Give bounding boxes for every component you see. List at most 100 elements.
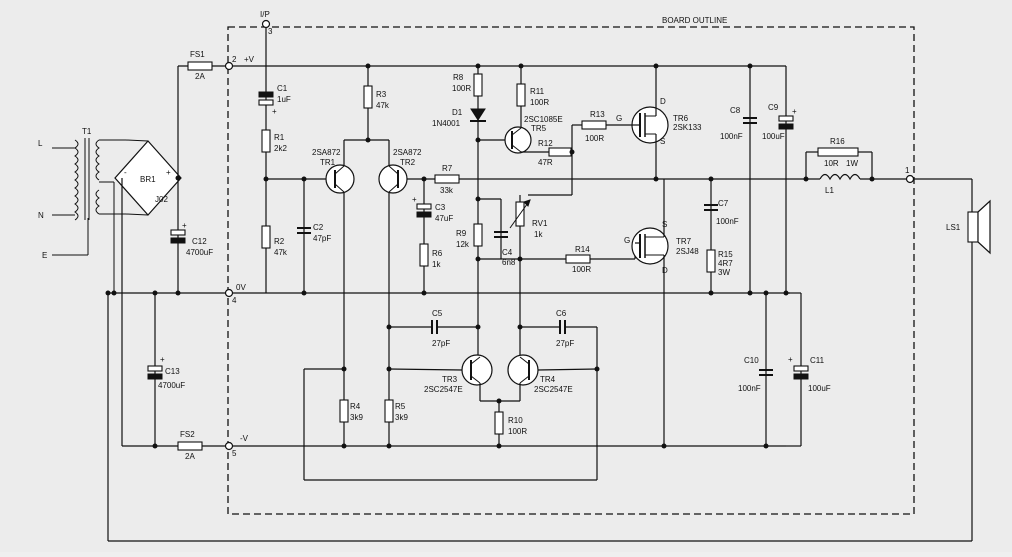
svg-text:C13: C13 (165, 367, 180, 376)
resistor-r12: R12 47R (538, 139, 572, 167)
svg-text:100nF: 100nF (738, 384, 761, 393)
capacitor-c2: C2 47pF (297, 223, 331, 243)
svg-text:D1: D1 (452, 108, 463, 117)
resistor-r16: R16 10R 1W (817, 137, 859, 168)
svg-text:47pF: 47pF (313, 234, 331, 243)
mains-n-label: N (38, 211, 44, 220)
svg-text:2SK133: 2SK133 (673, 123, 702, 132)
transistor-tr5: 2SC1085E TR5 (504, 115, 563, 154)
svg-text:+: + (788, 355, 793, 364)
svg-text:C2: C2 (313, 223, 324, 232)
transistor-tr3: TR3 2SC2547E (424, 354, 493, 394)
svg-text:1k: 1k (432, 260, 441, 269)
svg-text:2SC1085E: 2SC1085E (524, 115, 563, 124)
resistor-r11: R11 100R (516, 83, 549, 107)
svg-text:+: + (792, 107, 797, 116)
resistor-r1: R1 2k2 (261, 129, 287, 153)
svg-text:6n8: 6n8 (502, 258, 516, 267)
svg-text:100R: 100R (530, 98, 549, 107)
svg-text:FS2: FS2 (180, 430, 195, 439)
svg-text:+: + (160, 355, 165, 364)
svg-text:2A: 2A (195, 72, 205, 81)
board-outline-label: BOARD OUTLINE (662, 16, 727, 25)
svg-text:1k: 1k (534, 230, 543, 239)
svg-text:R2: R2 (274, 237, 285, 246)
svg-text:C4: C4 (502, 248, 513, 257)
svg-text:100R: 100R (572, 265, 591, 274)
svg-text:33k: 33k (440, 186, 454, 195)
svg-text:27pF: 27pF (556, 339, 574, 348)
svg-text:2A: 2A (185, 452, 195, 461)
svg-text:2SC2547E: 2SC2547E (534, 385, 573, 394)
svg-text:C5: C5 (432, 309, 443, 318)
svg-text:1W: 1W (846, 159, 858, 168)
svg-text:G: G (624, 236, 630, 245)
resistor-r8: R8 100R (452, 73, 483, 97)
resistor-r2: R2 47k (261, 225, 288, 257)
svg-text:RV1: RV1 (532, 219, 548, 228)
capacitor-c7: C7 100nF (704, 199, 739, 226)
svg-text:TR2: TR2 (400, 158, 416, 167)
svg-text:C9: C9 (768, 103, 779, 112)
svg-text:R5: R5 (395, 402, 406, 411)
svg-text:1N4001: 1N4001 (432, 119, 461, 128)
input-label: I/P (260, 10, 270, 19)
svg-text:R12: R12 (538, 139, 553, 148)
capacitor-c6: C6 27pF (556, 309, 574, 348)
svg-text:TR3: TR3 (442, 375, 458, 384)
svg-text:4700uF: 4700uF (186, 248, 213, 257)
svg-text:100R: 100R (508, 427, 527, 436)
svg-text:R4: R4 (350, 402, 361, 411)
svg-text:4: 4 (232, 296, 237, 305)
capacitor-c4: C4 6n8 (494, 231, 516, 267)
board-outline (227, 26, 915, 515)
zero-v-label: 0V (236, 283, 246, 292)
svg-text:100uF: 100uF (808, 384, 831, 393)
svg-text:2SA872: 2SA872 (312, 148, 341, 157)
svg-text:3k9: 3k9 (350, 413, 363, 422)
resistor-r6: R6 1k (419, 243, 443, 269)
capacitor-c3: + C3 47uF (412, 195, 453, 223)
transistor-tr4: TR4 2SC2547E (507, 354, 573, 394)
mains-l-label: L (38, 139, 43, 148)
resistor-r4: R4 3k9 (339, 399, 363, 423)
terminal-4 (224, 288, 234, 298)
terminal-2 (224, 61, 234, 71)
svg-text:R7: R7 (442, 164, 453, 173)
fuse-fs1: FS1 2A (187, 50, 213, 81)
svg-text:4700uF: 4700uF (158, 381, 185, 390)
svg-text:LS1: LS1 (946, 223, 961, 232)
capacitor-c12: + C12 4700uF (170, 221, 213, 257)
svg-text:R10: R10 (508, 416, 523, 425)
svg-text:100R: 100R (452, 84, 471, 93)
svg-text:TR1: TR1 (320, 158, 336, 167)
svg-text:100uF: 100uF (762, 132, 785, 141)
svg-text:L1: L1 (825, 186, 834, 195)
svg-text:2SA872: 2SA872 (393, 148, 422, 157)
fuse-fs2: FS2 2A (177, 430, 203, 461)
transformer-t1: T1 (52, 127, 126, 296)
svg-text:C11: C11 (810, 356, 825, 365)
svg-text:FS1: FS1 (190, 50, 205, 59)
svg-text:R16: R16 (830, 137, 845, 146)
bridge-rectifier-br1: BR1 J02 + - (114, 139, 182, 216)
svg-text:R9: R9 (456, 229, 467, 238)
svg-text:+: + (272, 107, 277, 116)
svg-text:1uF: 1uF (277, 95, 291, 104)
svg-text:2SJ48: 2SJ48 (676, 247, 699, 256)
svg-text:100R: 100R (585, 134, 604, 143)
svg-text:S: S (660, 137, 665, 146)
svg-text:R3: R3 (376, 90, 387, 99)
t1-label: T1 (82, 127, 92, 136)
svg-text:R14: R14 (575, 245, 590, 254)
terminal-1-output (905, 174, 915, 184)
minus-v-label: -V (240, 434, 249, 443)
br1-plus: + (166, 168, 171, 177)
resistor-r15: R15 4R7 3W (706, 249, 733, 277)
svg-text:C12: C12 (192, 237, 207, 246)
inductor-l1: L1 (819, 173, 861, 195)
svg-text:R6: R6 (432, 249, 443, 258)
loudspeaker-ls1: LS1 (946, 199, 991, 255)
